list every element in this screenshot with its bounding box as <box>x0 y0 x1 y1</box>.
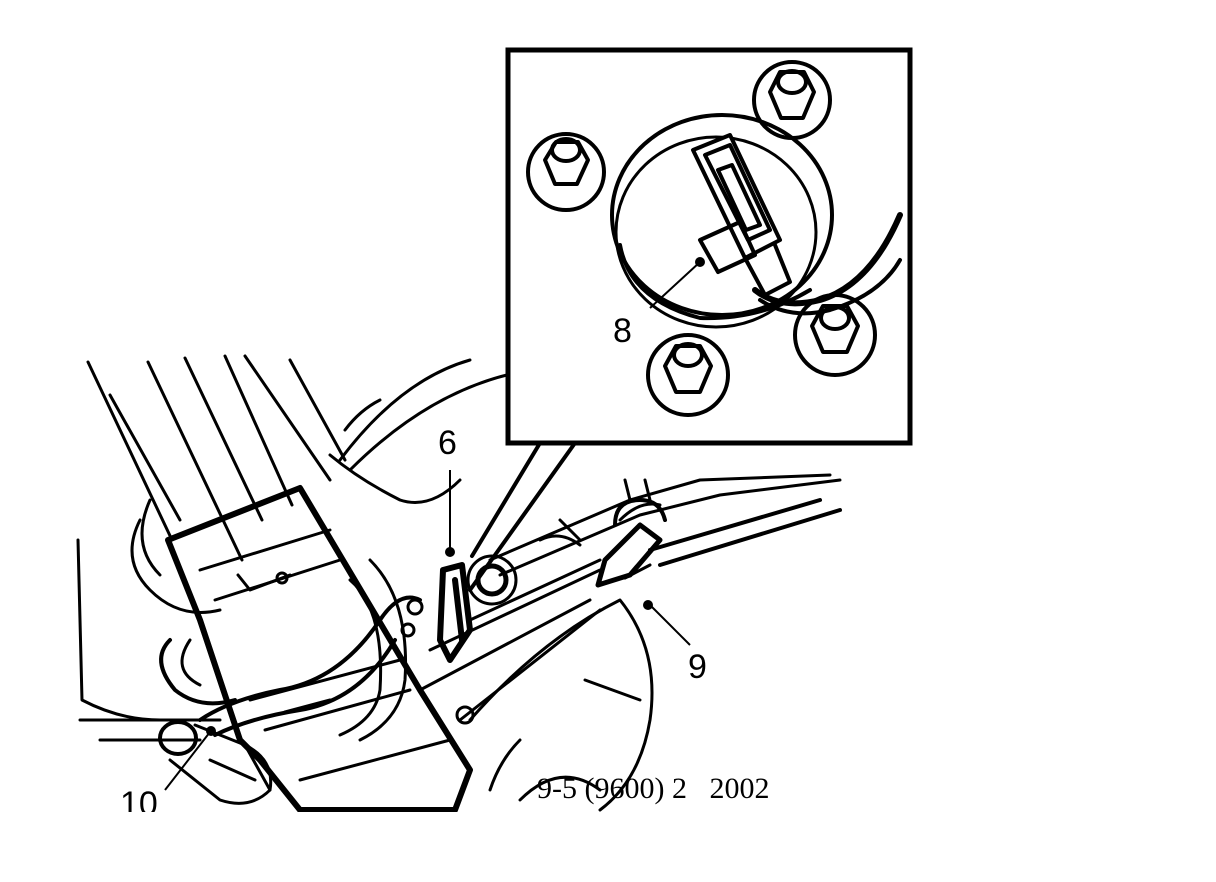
callout-label-6: 6 <box>438 424 457 462</box>
main-assembly <box>76 354 522 742</box>
brake-hose-9 <box>488 473 842 588</box>
callout-label-9: 9 <box>688 648 707 686</box>
inset-hub <box>610 113 834 329</box>
callout-leader-6 <box>445 470 455 557</box>
inset-frame <box>468 47 913 592</box>
inset-bolt-bottom <box>646 333 730 417</box>
inset-bolt-left <box>526 132 606 212</box>
wheel-hub <box>400 554 602 725</box>
callout-leader-9 <box>643 600 691 646</box>
brake-disc <box>468 598 654 812</box>
bottom-mask-label-10 <box>100 812 180 822</box>
sensor-plug-8 <box>691 133 903 316</box>
abs-sensor-6 <box>437 562 473 663</box>
bottom-mask <box>0 812 1216 882</box>
callout-label-8: 8 <box>613 312 632 350</box>
callout-leader-8 <box>649 257 705 309</box>
callout-leader-10 <box>164 726 216 791</box>
figure-caption: 9-5 (9600) 2 2002 <box>537 772 769 805</box>
sensor-10 <box>158 720 273 805</box>
wire-10 <box>198 595 422 737</box>
